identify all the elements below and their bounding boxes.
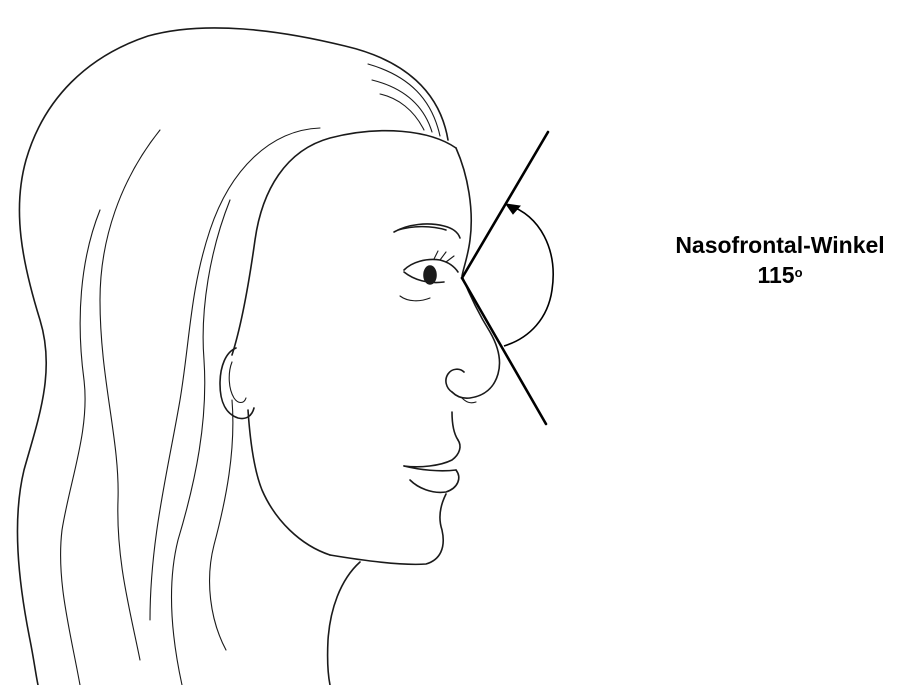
- upper-lip: [404, 440, 460, 467]
- angle-value-line: 115o: [640, 260, 919, 290]
- ear-inner: [229, 362, 246, 403]
- chin: [330, 494, 446, 564]
- angle-label: Nasofrontal-Winkel 115o: [640, 230, 919, 290]
- under-eye-line: [400, 296, 430, 301]
- lower-lip: [410, 470, 459, 492]
- hair-strand-6: [61, 210, 100, 685]
- ear: [220, 348, 254, 419]
- angle-value: 115: [757, 262, 794, 288]
- hair-outline: [17, 28, 448, 685]
- angle-arrowhead: [506, 204, 520, 214]
- hair-strand-4: [150, 128, 320, 620]
- nostril: [446, 369, 464, 392]
- angle-title: Nasofrontal-Winkel: [640, 230, 919, 260]
- philtrum: [452, 412, 458, 440]
- hair-lower-back: [210, 400, 233, 650]
- forehead-tangent-line: [462, 132, 548, 278]
- hair-strand-7: [172, 200, 230, 685]
- hair-front: [232, 131, 456, 355]
- angle-unit: o: [795, 265, 803, 280]
- jaw-line: [248, 410, 330, 555]
- neck-front: [328, 562, 360, 685]
- angle-arc: [504, 205, 553, 346]
- iris: [424, 266, 436, 284]
- hair-strand-3: [380, 94, 424, 130]
- face-profile: [452, 148, 500, 398]
